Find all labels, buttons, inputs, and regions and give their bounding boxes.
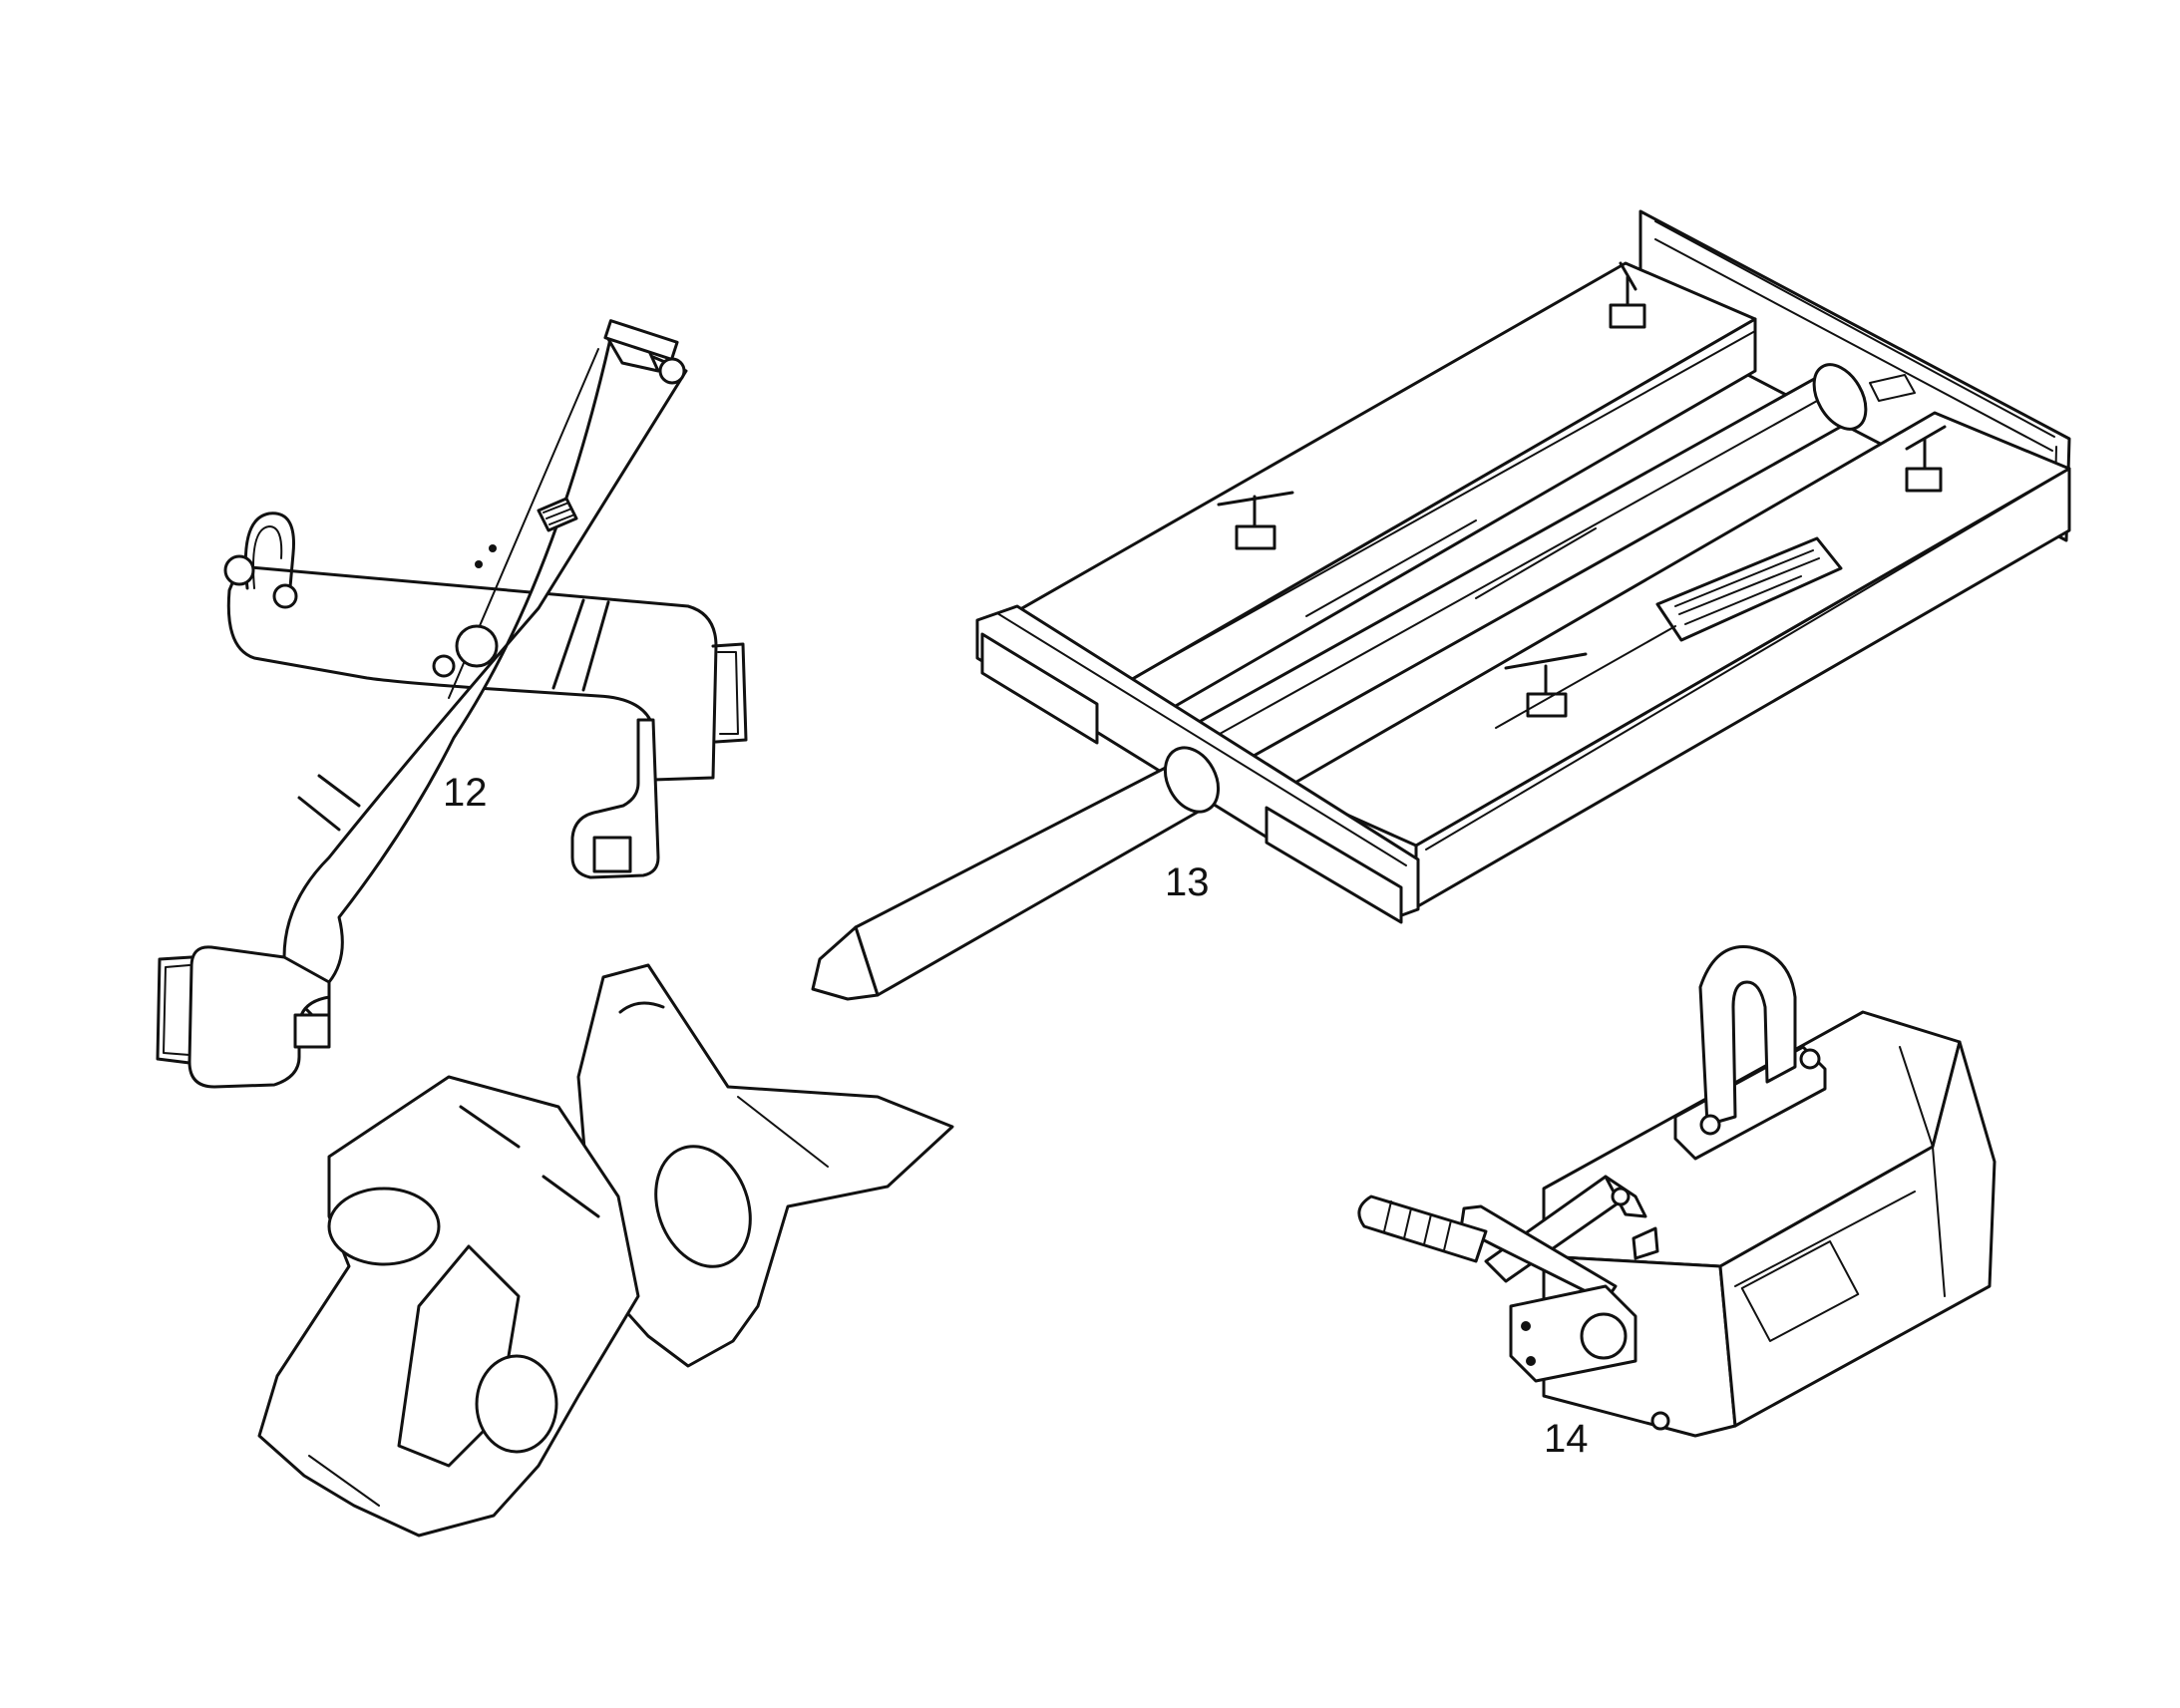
clamp-pivot-knob xyxy=(455,624,499,668)
clamp-front-hook xyxy=(187,945,331,1089)
magnet-handle-rod xyxy=(1459,1204,1618,1303)
clamp-shackle xyxy=(243,512,295,600)
track-link-bore-2 xyxy=(654,1145,752,1268)
callout-12: 12 xyxy=(443,771,488,815)
clamp-rear-pad xyxy=(592,836,632,873)
frame-clamp-knob-2 xyxy=(1504,652,1588,718)
magnet-lifting-eye xyxy=(1698,945,1797,1127)
lifting-clamp-drawing xyxy=(156,319,748,1089)
clamp-front-pad xyxy=(293,1013,331,1049)
frame-pole xyxy=(854,756,1211,997)
frame-clamp-knob-1 xyxy=(1217,491,1294,550)
shackle-pin xyxy=(223,554,255,586)
frame-clamp-knob-3 xyxy=(1609,261,1646,329)
clamp-front-handle xyxy=(156,955,193,1065)
callout-13: 13 xyxy=(1165,860,1210,904)
fork-lifting-frame-drawing xyxy=(811,209,2071,1001)
clamp-rear-handle xyxy=(711,642,748,744)
frame-clamp-knob-4 xyxy=(1905,425,1947,493)
track-link-bore-3 xyxy=(475,1354,558,1454)
track-link-bore-1 xyxy=(327,1187,441,1266)
frame-logo-plate xyxy=(1869,374,1916,402)
track-link-drawing xyxy=(257,963,954,1537)
clamp-top-bar xyxy=(603,319,679,361)
frame-left-fork-pocket xyxy=(980,632,1099,745)
magnet-side-plate xyxy=(1740,1240,1860,1342)
magnet-handle-hub xyxy=(1580,1312,1628,1360)
callout-14: 14 xyxy=(1544,1417,1589,1461)
track-link-rear-body xyxy=(576,963,954,1368)
clamp-main-arm xyxy=(282,337,688,1034)
frame-right-fork-pocket xyxy=(1265,806,1403,924)
magnet-handle-grip xyxy=(1357,1195,1488,1263)
frame-pole-tip xyxy=(811,925,880,1001)
lifting-magnet-drawing xyxy=(1357,945,1997,1438)
